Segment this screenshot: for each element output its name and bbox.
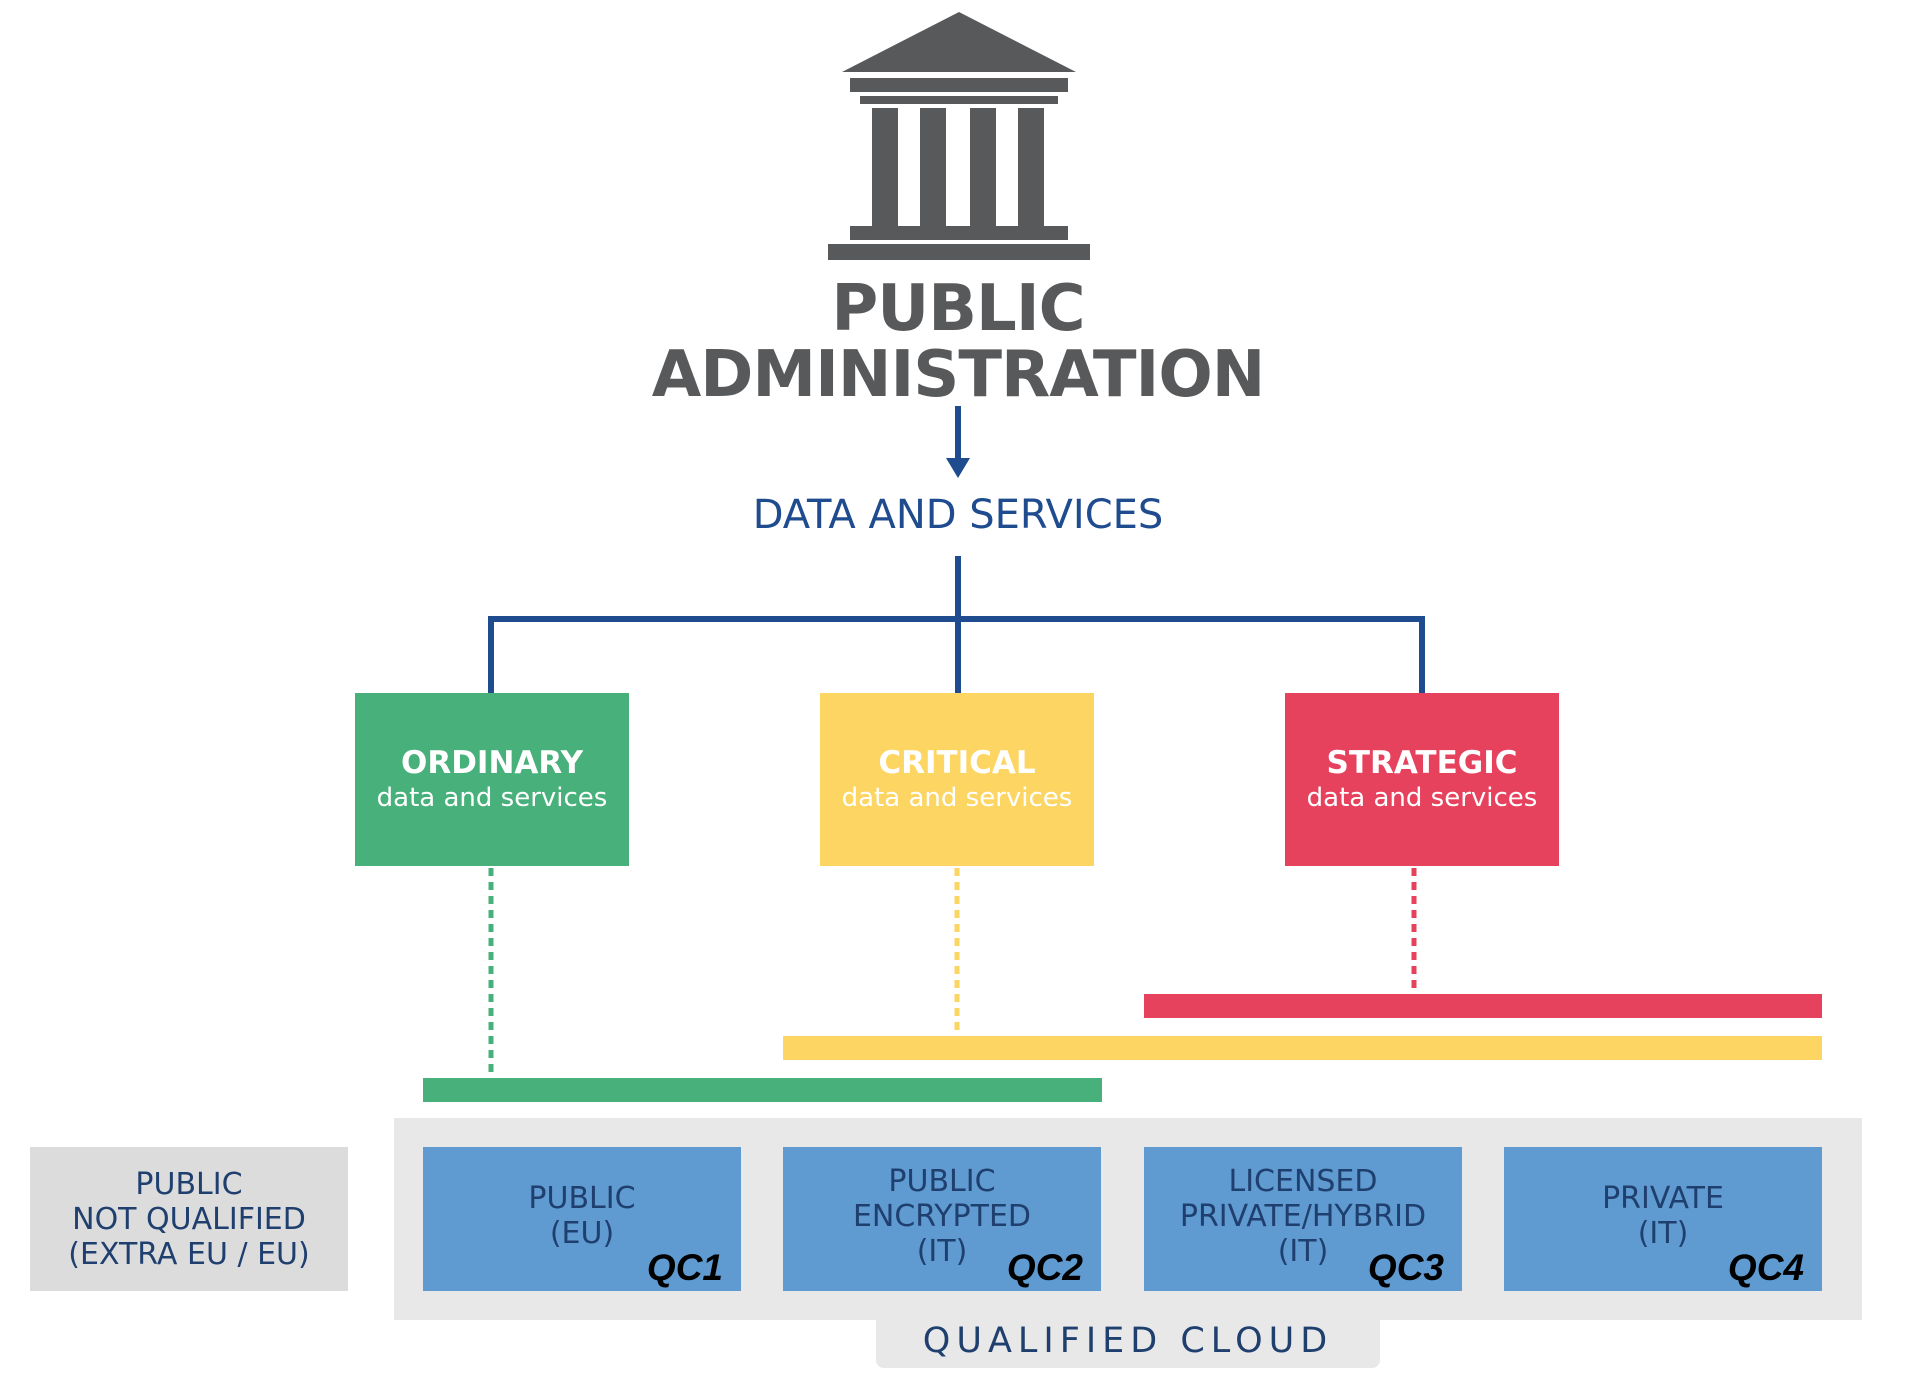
ordinary-range-bar xyxy=(423,1078,1102,1102)
tier-label: PUBLIC (EU) xyxy=(528,1181,636,1251)
page-title: PUBLIC ADMINISTRATION xyxy=(558,276,1358,408)
tier-code: QC4 xyxy=(1727,1247,1804,1288)
category-critical: CRITICAL data and services xyxy=(820,693,1094,866)
tier-label: PUBLIC ENCRYPTED (IT) xyxy=(852,1163,1032,1269)
tier-qc3: LICENSED PRIVATE/HYBRID (IT) QC3 xyxy=(1144,1147,1462,1291)
subtitle: DATA AND SERVICES xyxy=(752,492,1164,538)
tier-code: QC2 xyxy=(1006,1247,1083,1288)
building-icon xyxy=(828,12,1090,260)
category-name: CRITICAL xyxy=(878,744,1036,781)
category-desc: data and services xyxy=(841,782,1073,813)
tier-qc4: PRIVATE (IT) QC4 xyxy=(1504,1147,1822,1291)
title-line-2: ADMINISTRATION xyxy=(651,338,1266,412)
critical-range-bar xyxy=(783,1036,1822,1060)
tier-label: LICENSED PRIVATE/HYBRID (IT) xyxy=(1179,1163,1427,1269)
tier-label: PRIVATE (IT) xyxy=(1602,1181,1724,1251)
qualified-cloud-label: QUALIFIED CLOUD xyxy=(922,1321,1334,1361)
tree-branches xyxy=(488,616,1425,693)
tier-code: QC3 xyxy=(1367,1247,1444,1288)
category-strategic: STRATEGIC data and services xyxy=(1285,693,1559,866)
category-ordinary: ORDINARY data and services xyxy=(355,693,629,866)
strategic-range-bar xyxy=(1144,994,1822,1018)
tier-qc2: PUBLIC ENCRYPTED (IT) QC2 xyxy=(783,1147,1101,1291)
tier-qc1: PUBLIC (EU) QC1 xyxy=(423,1147,741,1291)
qualified-cloud-label-tab: QUALIFIED CLOUD xyxy=(876,1314,1380,1368)
public-not-qualified-box: PUBLIC NOT QUALIFIED (EXTRA EU / EU) xyxy=(30,1147,348,1291)
category-name: ORDINARY xyxy=(400,744,584,781)
tier-code: QC1 xyxy=(646,1247,723,1288)
title-line-1: PUBLIC xyxy=(831,272,1085,346)
category-desc: data and services xyxy=(376,782,608,813)
category-desc: data and services xyxy=(1306,782,1538,813)
category-name: STRATEGIC xyxy=(1326,744,1518,781)
title-arrow-head xyxy=(946,458,970,478)
